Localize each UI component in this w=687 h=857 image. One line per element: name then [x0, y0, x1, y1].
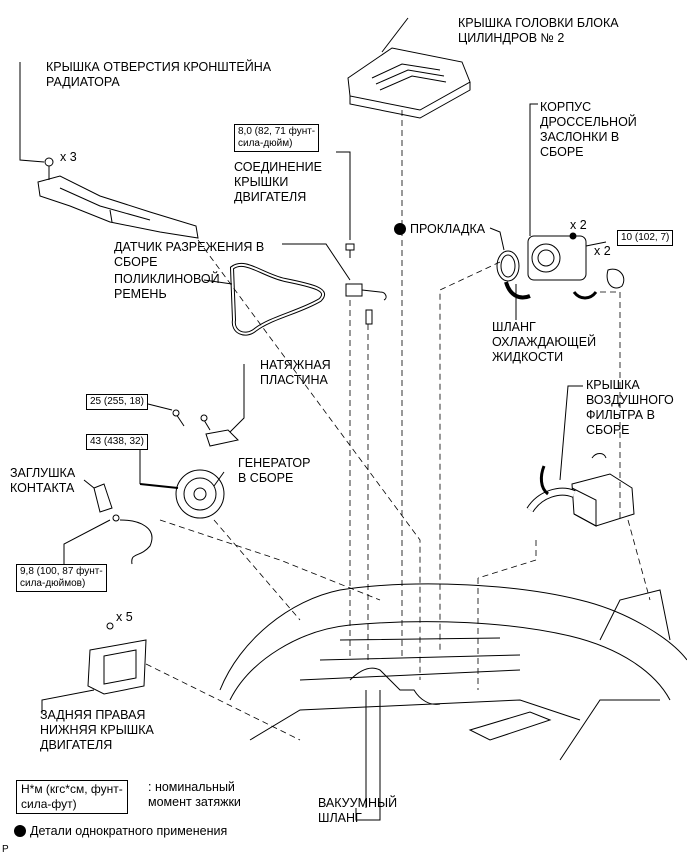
label-quantity-x2-a: x 2 — [570, 218, 587, 232]
tension-plate-part — [172, 409, 240, 447]
throttle-body-part — [496, 232, 625, 300]
air-filter-cover-part — [526, 453, 635, 527]
torque-box-10: 10 (102, 7) — [617, 230, 674, 246]
legend-single-use: Детали однократного применения — [14, 824, 227, 839]
label-engine-cover-joint: СОЕДИНЕНИЕ КРЫШКИ ДВИГАТЕЛЯ — [234, 160, 322, 204]
label-air-filter-cover: КРЫШКА ВОЗДУШНОГО ФИЛЬТРА В СБОРЕ — [586, 378, 674, 437]
label-generator: ГЕНЕРАТОР В СБОРЕ — [238, 456, 311, 485]
label-cylinder-head-cover: КРЫШКА ГОЛОВКИ БЛОКА ЦИЛИНДРОВ № 2 — [458, 16, 619, 45]
vacuum-sensor-part — [345, 243, 387, 325]
legend-unit-description: : номинальный момент затяжки — [148, 780, 241, 809]
label-contact-plug: ЗАГЛУШКА КОНТАКТА — [10, 466, 76, 495]
label-rear-lower-cover: ЗАДНЯЯ ПРАВАЯ НИЖНЯЯ КРЫШКА ДВИГАТЕЛЯ — [40, 708, 154, 752]
label-vacuum-hose: ВАКУУМНЫЙ ШЛАНГ — [318, 796, 398, 825]
alignment-lines — [145, 110, 651, 741]
single-use-marker-icon — [394, 223, 406, 235]
single-use-legend-icon — [14, 825, 26, 837]
label-quantity-x3: x 3 — [60, 150, 77, 164]
cylinder-head-cover-part — [347, 47, 471, 119]
contact-plug-part — [93, 483, 153, 565]
generator-part — [139, 469, 225, 519]
label-coolant-hose: ШЛАНГ ОХЛАЖДАЮЩЕЙ ЖИДКОСТИ — [492, 320, 597, 364]
radiator-bracket-cover-part — [19, 62, 199, 239]
page-mark: P — [2, 844, 9, 855]
engine-bay-view — [219, 583, 687, 761]
label-throttle-body: КОРПУС ДРОССЕЛЬНОЙ ЗАСЛОНКИ В СБОРЕ — [540, 100, 637, 159]
label-tension-plate: НАТЯЖНАЯ ПЛАСТИНА — [260, 358, 331, 387]
torque-box-9-8: 9,8 (100, 87 фунт- сила-дюймов) — [16, 564, 107, 592]
label-radiator-bracket-cover: КРЫШКА ОТВЕРСТИЯ КРОНШТЕЙНА РАДИАТОРА — [46, 60, 272, 89]
rear-lower-cover-part — [87, 622, 147, 695]
torque-box-43: 43 (438, 32) — [86, 434, 148, 450]
label-quantity-x2-b: x 2 — [594, 244, 611, 258]
label-vacuum-sensor: ДАТЧИК РАЗРЕЖЕНИЯ В СБОРЕ — [114, 240, 265, 269]
leader-lines — [41, 17, 583, 821]
legend-unit-box: Н*м (кгс*см, фунт- сила-фут) — [16, 780, 128, 814]
label-gasket: ПРОКЛАДКА — [394, 222, 485, 237]
label-quantity-x5: x 5 — [116, 610, 133, 624]
label-v-ribbed-belt: ПОЛИКЛИНОВОЙ РЕМЕНЬ — [114, 272, 220, 301]
torque-box-8: 8,0 (82, 71 фунт- сила-дюйм) — [234, 124, 320, 152]
v-ribbed-belt-part — [229, 262, 325, 336]
torque-box-25: 25 (255, 18) — [86, 394, 148, 410]
